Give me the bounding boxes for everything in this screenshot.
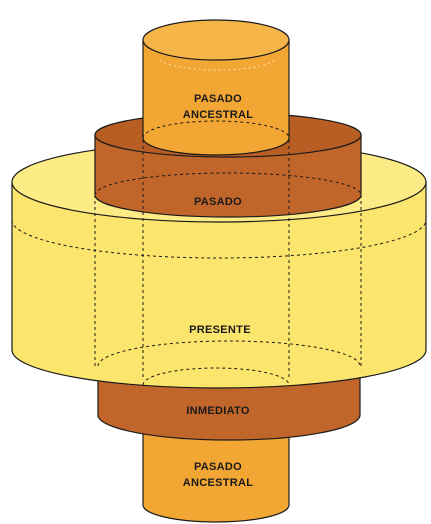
top-cylinder-cap: [142, 19, 290, 61]
upper-ring-body: [94, 134, 362, 218]
upper-ring-back-edge: [94, 172, 362, 196]
top-cylinder-body: [142, 39, 290, 156]
presente-front-mid-edge: [11, 219, 427, 259]
upper-ring-label: PASADO: [194, 196, 242, 208]
top-cylinder-label-line1: PASADO: [194, 93, 242, 105]
bottom-cylinder-label-line2: ANCESTRAL: [183, 477, 254, 489]
top-ancestral-cylinder: [142, 19, 290, 156]
presente-disc-body: [11, 181, 427, 389]
presente-label: PRESENTE: [189, 324, 251, 336]
hidden-edges: [11, 120, 427, 386]
lower-ring-label: INMEDIATO: [186, 405, 250, 417]
top-cap-highlight: [159, 59, 276, 71]
lower-ring-back-edge: [97, 340, 361, 367]
top-cylinder-label-line2: ANCESTRAL: [183, 109, 254, 121]
bottom-cylinder-label-line1: PASADO: [194, 461, 242, 473]
